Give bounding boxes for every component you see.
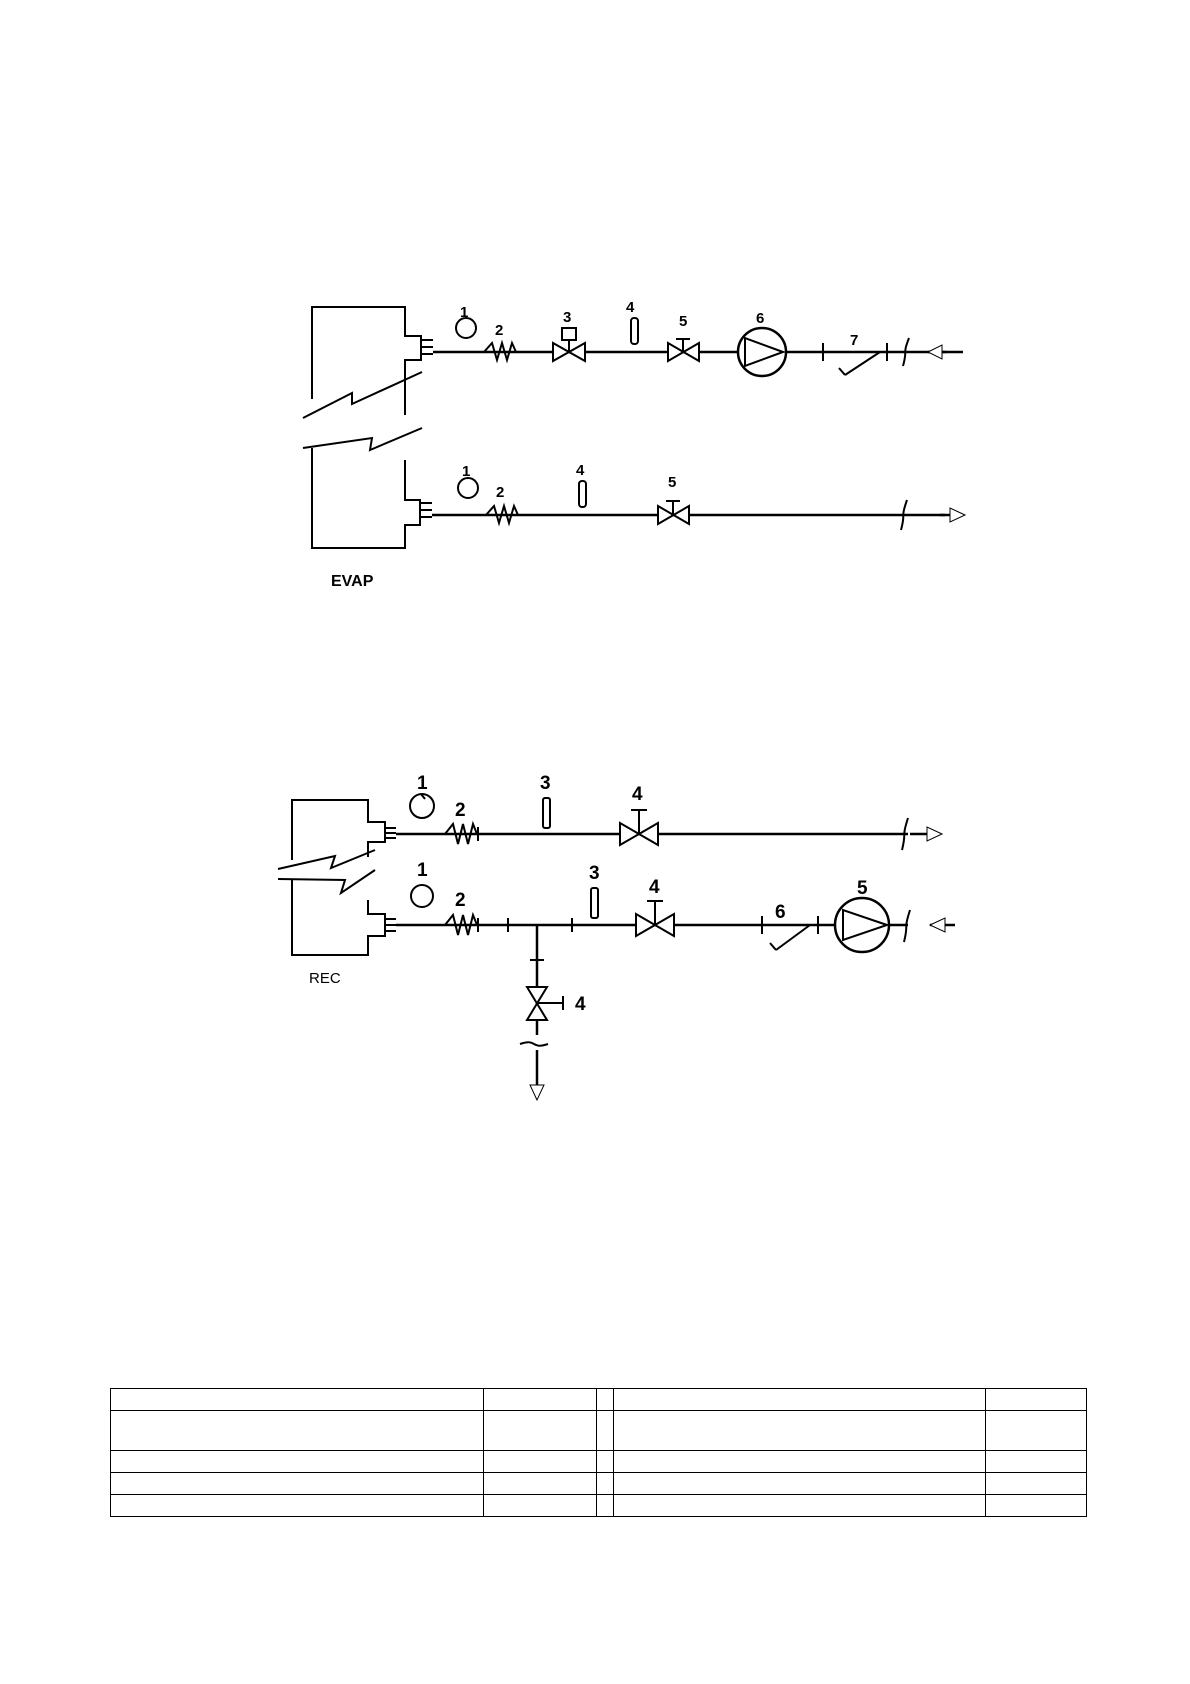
evap-break-bottom — [302, 427, 423, 452]
table-row — [110, 1388, 1087, 1411]
rec-inlet-label-6: 6 — [775, 902, 786, 923]
rec-diagram: 1 2 3 4 1 2 3 4 6 5 4 REC — [277, 773, 955, 1102]
rec-unit-label: REC — [309, 970, 341, 987]
evap-return-label-2: 2 — [496, 484, 504, 501]
evap-supply-label-1: 1 — [460, 304, 468, 321]
rec-outlet-label-4: 4 — [632, 784, 643, 805]
evap-unit-body — [311, 306, 422, 415]
rec-outlet-label-1: 1 — [417, 773, 428, 794]
table-row — [110, 1450, 1087, 1473]
rec-inlet-label-3: 3 — [589, 863, 600, 884]
pipe-break-icon — [902, 337, 910, 367]
evap-supply-label-7: 7 — [850, 332, 858, 349]
evap-supply-label-5: 5 — [679, 313, 687, 330]
rec-outlet-label-3: 3 — [540, 773, 551, 794]
evap-return-label-3: 4 — [576, 462, 585, 479]
evap-break-top — [302, 371, 423, 419]
evap-return-label-4: 5 — [668, 474, 676, 491]
evap-supply-label-6: 6 — [756, 310, 764, 327]
evap-unit-body-lower — [311, 448, 421, 549]
table-row — [110, 1494, 1087, 1517]
evap-unit-label: EVAP — [331, 573, 374, 590]
strainer-icon — [838, 351, 881, 376]
evap-return-label-1: 1 — [462, 463, 470, 480]
evap-supply-label-3: 3 — [563, 309, 571, 326]
rec-inlet-label-2: 2 — [455, 890, 466, 911]
empty-table — [110, 1388, 1087, 1517]
rec-inlet-label-4: 4 — [649, 877, 660, 898]
evap-supply-label-4: 4 — [626, 299, 635, 316]
evap-diagram: 1 2 3 4 5 6 7 1 2 4 5 EVAP — [302, 299, 967, 590]
evap-supply-label-2: 2 — [495, 322, 503, 339]
flexible-connector-icon — [483, 339, 517, 364]
solenoid-actuator-icon — [561, 327, 577, 341]
gauge-icon — [455, 317, 477, 339]
table-row — [110, 1472, 1087, 1495]
rec-inlet-label-1: 1 — [417, 860, 428, 881]
rec-drain-label-4: 4 — [575, 994, 586, 1015]
rec-outlet-label-2: 2 — [455, 800, 466, 821]
table-row — [110, 1410, 1087, 1451]
rec-inlet-label-5: 5 — [857, 878, 868, 899]
thermometer-icon — [630, 317, 639, 345]
